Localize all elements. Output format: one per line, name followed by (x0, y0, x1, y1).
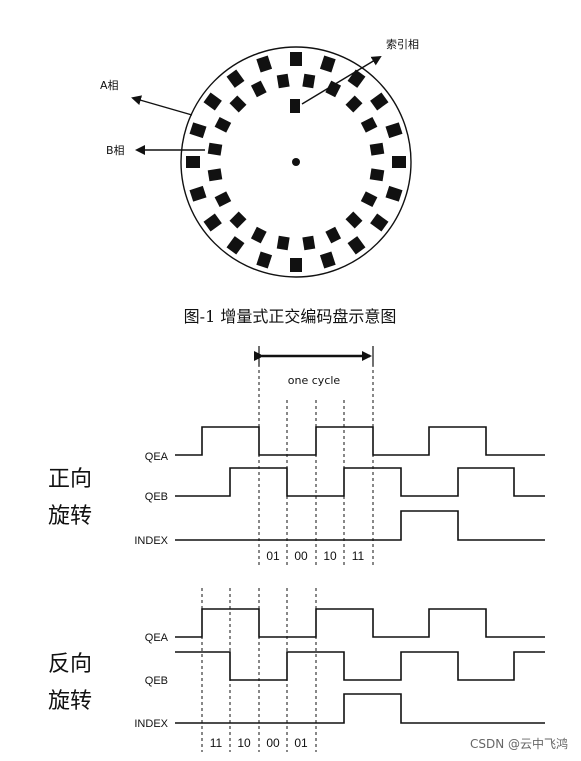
inner-slot-19 (250, 80, 267, 98)
inner-slot-13 (229, 211, 247, 229)
inner-slot-14 (214, 191, 232, 208)
reverse-qeb-label: QEB (145, 675, 168, 687)
index-slot (290, 99, 300, 113)
inner-slot-12 (250, 226, 267, 244)
outer-slot-18 (203, 92, 222, 111)
label-index-phase: 索引相 (386, 37, 419, 51)
outer-slot-11 (290, 258, 302, 272)
reverse-qea-label: QEA (145, 632, 169, 644)
inner-slot-2 (325, 80, 342, 98)
arrow-a-phase (131, 95, 193, 116)
reverse-qea-waveform (175, 608, 545, 638)
disk-center (292, 158, 300, 166)
outer-slot-8 (370, 213, 389, 232)
reverse-rotation-diagram: QEA QEB INDEX 11 10 00 01 反向 旋转 (48, 588, 545, 752)
inner-slot-6 (369, 168, 385, 182)
one-cycle-marker: one cycle (254, 346, 374, 387)
outer-slot-6 (392, 156, 406, 168)
forward-qea-waveform (175, 426, 545, 456)
arrow-index-phase (301, 55, 382, 105)
inner-slot-1 (302, 73, 316, 89)
reverse-rotation-line2: 旋转 (48, 689, 92, 714)
reverse-rotation-line1: 反向 (48, 652, 92, 677)
outer-slot-1 (290, 52, 302, 66)
inner-slot-16 (207, 142, 223, 156)
forward-rotation-diagram: QEA QEB INDEX 01 00 10 11 正向 旋转 (48, 364, 545, 568)
encoder-disk: A相 B相 索引相 (100, 37, 419, 278)
outer-slot-15 (189, 185, 207, 202)
label-b-phase: B相 (106, 144, 125, 157)
reverse-code-3: 00 (266, 736, 280, 750)
inner-slot-5 (369, 142, 385, 156)
inner-slot-15 (207, 168, 223, 182)
inner-slot-20 (276, 73, 290, 89)
inner-slot-18 (229, 95, 247, 113)
forward-dashed-guides (258, 364, 374, 568)
forward-code-1: 01 (266, 549, 280, 563)
inner-slot-10 (302, 235, 316, 251)
reverse-code-4: 01 (294, 736, 308, 750)
forward-code-2: 00 (294, 549, 308, 563)
forward-rotation-line2: 旋转 (48, 504, 92, 529)
forward-index-label: INDEX (134, 535, 168, 547)
forward-code-3: 10 (323, 549, 337, 563)
outer-slot-9 (347, 236, 366, 255)
watermark: CSDN @云中飞鸿 (470, 736, 568, 751)
inner-track-slots (207, 73, 385, 251)
inner-slot-8 (345, 211, 363, 229)
outer-slot-5 (385, 122, 403, 139)
outer-slot-7 (385, 185, 403, 202)
disk-outline (180, 46, 412, 278)
outer-slot-13 (226, 236, 245, 255)
inner-slot-11 (276, 235, 290, 251)
outer-slot-16 (186, 156, 200, 168)
inner-slot-17 (214, 116, 232, 133)
forward-qeb-label: QEB (145, 491, 168, 503)
inner-slot-4 (360, 116, 378, 133)
forward-index-waveform (175, 510, 545, 541)
reverse-index-waveform (175, 693, 545, 724)
outer-slot-20 (256, 55, 273, 73)
outer-slot-4 (370, 92, 389, 111)
outer-slot-17 (189, 122, 207, 139)
reverse-code-2: 10 (237, 736, 251, 750)
outer-slot-19 (226, 69, 245, 88)
outer-slot-10 (319, 251, 336, 269)
outer-slot-2 (319, 55, 336, 73)
forward-rotation-line1: 正向 (48, 467, 92, 492)
inner-slot-9 (325, 226, 342, 244)
forward-code-4: 11 (352, 549, 365, 563)
figure-caption: 图-1 增量式正交编码盘示意图 (184, 307, 397, 326)
inner-slot-7 (360, 191, 378, 208)
reverse-index-label: INDEX (134, 718, 168, 730)
inner-slot-3 (345, 95, 363, 113)
reverse-code-1: 11 (210, 736, 223, 750)
outer-slot-14 (203, 213, 222, 232)
one-cycle-label: one cycle (288, 374, 341, 387)
outer-slot-3 (347, 69, 366, 88)
forward-qea-label: QEA (145, 451, 169, 463)
label-a-phase: A相 (100, 79, 119, 92)
outer-slot-12 (256, 251, 273, 269)
outer-track-slots (186, 52, 406, 272)
reverse-qeb-waveform (175, 651, 545, 681)
forward-qeb-waveform (175, 467, 545, 497)
